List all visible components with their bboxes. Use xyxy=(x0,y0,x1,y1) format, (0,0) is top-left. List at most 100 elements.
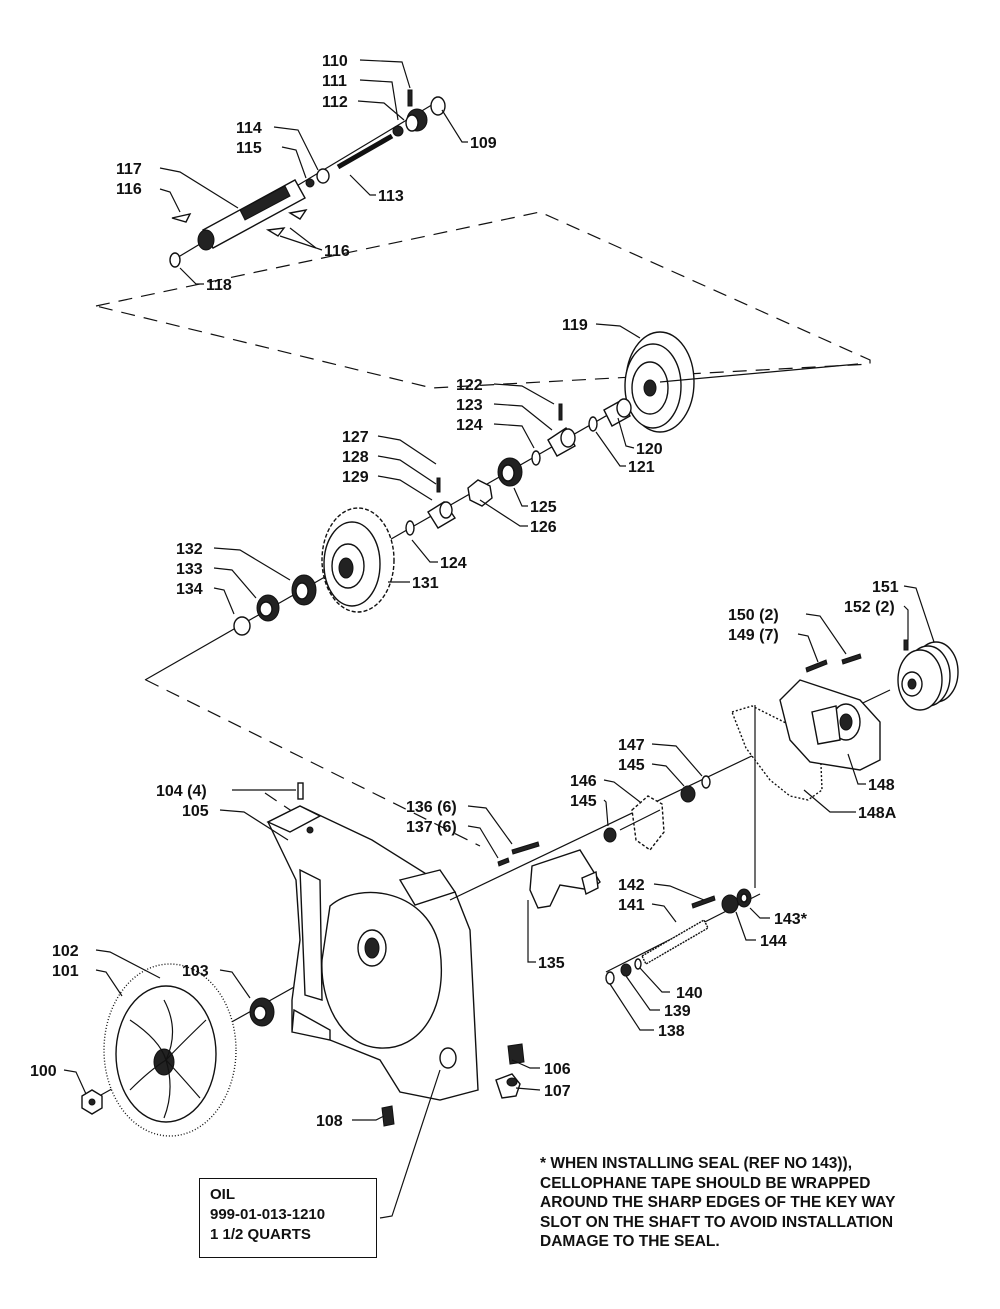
callout-145-right: 145 xyxy=(618,757,645,774)
callout-105: 105 xyxy=(182,803,209,820)
callout-108: 108 xyxy=(316,1113,343,1130)
callout-149: 149 (7) xyxy=(728,627,779,644)
part-147-ring xyxy=(701,775,711,789)
seal-note-line-1: * WHEN INSTALLING SEAL (REF NO 143)), xyxy=(540,1155,853,1172)
callout-117: 117 xyxy=(116,161,142,178)
callout-148A: 148A xyxy=(858,805,897,822)
callout-110: 110 xyxy=(322,53,348,70)
upper-group-dashed-outline xyxy=(95,211,871,389)
part-141-shaft xyxy=(641,919,709,965)
callout-148: 148 xyxy=(868,777,895,794)
part-117-shaft-end xyxy=(197,229,215,251)
callout-101: 101 xyxy=(52,963,79,980)
seal-installation-note: * WHEN INSTALLING SEAL (REF NO 143)), CE… xyxy=(540,1154,980,1252)
part-117-shaft-dark xyxy=(239,185,291,221)
callout-144: 144 xyxy=(760,933,787,950)
callout-123: 123 xyxy=(456,397,483,414)
callout-114: 114 xyxy=(236,120,262,137)
part-104-dowel xyxy=(297,782,304,800)
callout-leader-lines xyxy=(63,59,935,1219)
callout-140: 140 xyxy=(676,985,703,1002)
seal-note-line-3: AROUND THE SHARP EDGES OF THE KEY WAY xyxy=(540,1194,896,1211)
callout-104: 104 (4) xyxy=(156,783,207,800)
callout-121: 121 xyxy=(628,459,655,476)
callout-116-left: 116 xyxy=(116,181,142,198)
seal-note-line-4: SLOT ON THE SHAFT TO AVOID INSTALLATION xyxy=(540,1213,894,1231)
callout-147: 147 xyxy=(618,737,645,754)
part-108-plug xyxy=(381,1105,395,1127)
callout-143: 143* xyxy=(774,911,808,928)
callout-151: 151 xyxy=(872,579,899,596)
oil-title: OIL xyxy=(210,1186,235,1203)
part-135-bracket xyxy=(529,849,601,909)
callout-102: 102 xyxy=(52,943,79,960)
lower-dashed-link xyxy=(264,792,306,821)
oil-spec-box: OIL 999-01-013-1210 1 1/2 QUARTS xyxy=(199,1178,377,1258)
callout-134: 134 xyxy=(176,581,203,598)
part-116-key-right-b xyxy=(288,209,308,220)
part-112-knob-face xyxy=(405,114,419,132)
part-146-gear xyxy=(631,795,665,851)
part-144-bearing xyxy=(721,894,739,914)
callout-124-lower: 124 xyxy=(440,555,467,572)
oil-part-number: 999-01-013-1210 xyxy=(210,1206,326,1223)
callout-116-right: 116 xyxy=(324,243,350,260)
part-137-washer xyxy=(497,857,510,867)
callout-131: 131 xyxy=(412,575,439,592)
part-134-bushing xyxy=(233,616,251,636)
part-122-pin xyxy=(558,403,563,421)
part-145-bearing-left xyxy=(603,827,617,843)
callout-127: 127 xyxy=(342,429,369,446)
part-111-washer xyxy=(392,125,404,137)
part-110-pin xyxy=(407,89,413,107)
top-shaft-assembly xyxy=(169,89,446,268)
middle-group-dashed-outline xyxy=(145,679,481,847)
part-136-screw xyxy=(511,841,540,855)
callout-141: 141 xyxy=(618,897,645,914)
part-152-setscrew xyxy=(903,639,909,651)
part-115-washer xyxy=(305,178,315,188)
part-116-key-right-a xyxy=(265,227,286,237)
callout-107: 107 xyxy=(544,1083,571,1100)
part-118-ring xyxy=(169,252,181,268)
part-107-elbow xyxy=(495,1073,521,1099)
callout-133: 133 xyxy=(176,561,203,578)
callout-124-upper: 124 xyxy=(456,417,483,434)
callout-122: 122 xyxy=(456,377,483,394)
callout-100: 100 xyxy=(30,1063,57,1080)
callout-138: 138 xyxy=(658,1023,685,1040)
part-113-rod xyxy=(336,133,394,170)
callout-labels: 110 111 112 109 114 115 113 117 116 116 … xyxy=(30,53,899,1130)
callout-112: 112 xyxy=(322,94,348,111)
middle-shaft-assembly xyxy=(144,331,695,681)
callout-132: 132 xyxy=(176,541,203,558)
callout-142: 142 xyxy=(618,877,645,894)
callout-150: 150 (2) xyxy=(728,607,779,624)
callout-113: 113 xyxy=(378,188,404,205)
callout-111: 111 xyxy=(322,73,347,90)
callout-115: 115 xyxy=(236,140,262,157)
callout-152: 152 (2) xyxy=(844,599,895,616)
callout-139: 139 xyxy=(664,1003,691,1020)
callout-125: 125 xyxy=(530,499,557,516)
callout-145-left: 145 xyxy=(570,793,597,810)
callout-128: 128 xyxy=(342,449,369,466)
gearbox-assembly xyxy=(449,363,959,985)
callout-106: 106 xyxy=(544,1061,571,1078)
part-149-screw xyxy=(805,659,828,673)
callout-126: 126 xyxy=(530,519,557,536)
part-114-nut xyxy=(316,168,330,184)
part-124-ring-upper xyxy=(531,450,541,466)
part-150-screw xyxy=(841,653,862,665)
callout-129: 129 xyxy=(342,469,369,486)
callout-103: 103 xyxy=(182,963,209,980)
part-126-coupler xyxy=(467,479,493,507)
part-124-ring-lower xyxy=(405,520,415,536)
part-145-bearing-right xyxy=(680,785,696,803)
part-106-plug xyxy=(507,1043,525,1065)
callout-119: 119 xyxy=(562,317,588,334)
callout-120: 120 xyxy=(636,441,663,458)
seal-note-line-5: DAMAGE TO THE SEAL. xyxy=(540,1233,720,1250)
part-139-washer xyxy=(620,963,632,977)
